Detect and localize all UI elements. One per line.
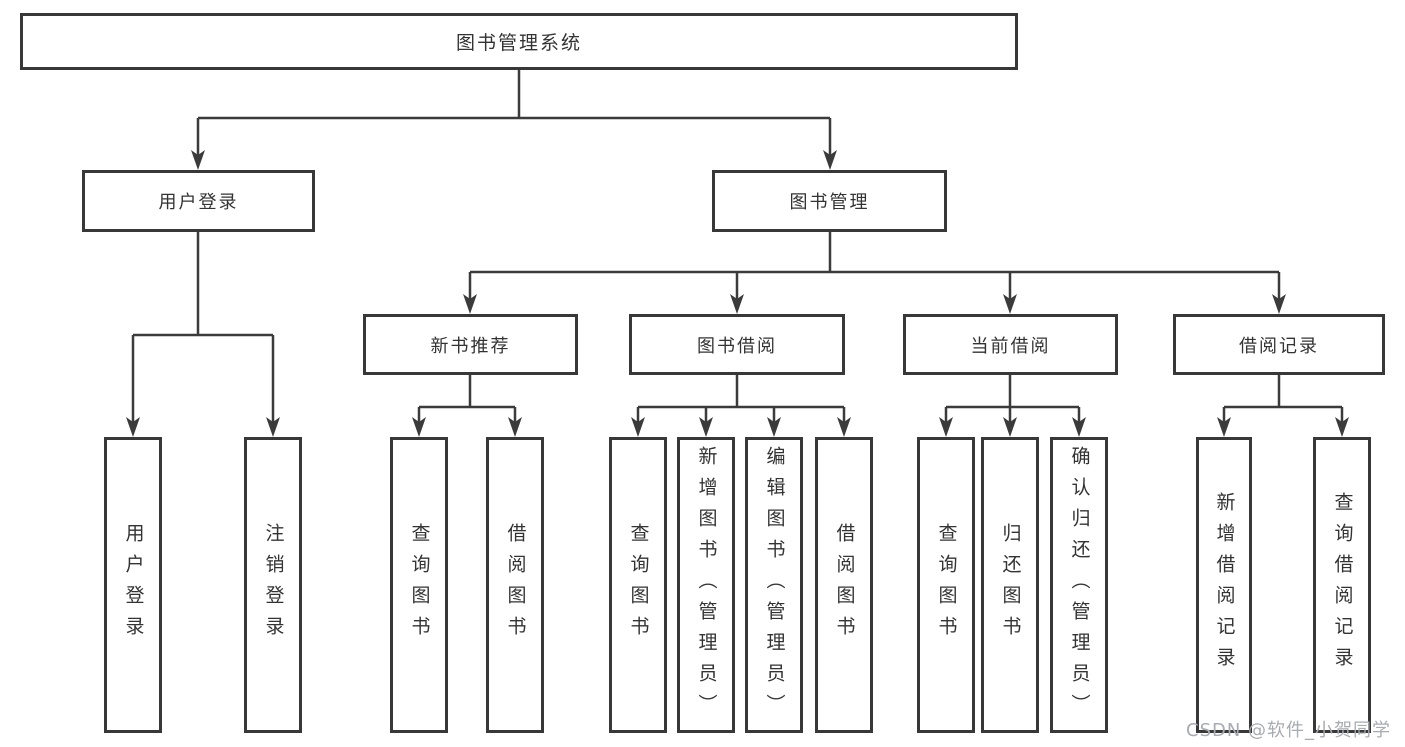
- node-label: 图书管理: [789, 192, 870, 213]
- arrow-down-icon: [699, 417, 713, 437]
- arrow-down-icon: [412, 417, 426, 437]
- node-label: 图书借阅: [697, 335, 777, 357]
- leaf-query-books-borrowing: 查询图书: [609, 437, 667, 733]
- arrow-down-icon: [631, 417, 645, 437]
- node-borrowing-records: 借阅记录: [1173, 314, 1385, 375]
- arrow-down-icon: [730, 294, 744, 314]
- node-current-borrowing: 当前借阅: [903, 314, 1118, 375]
- leaf-edit-book-admin: 编辑图书（管理员）: [745, 437, 803, 733]
- node-label: 借阅记录: [1239, 335, 1319, 357]
- node-label: 用户登录: [122, 523, 145, 647]
- leaf-add-book-admin: 新增图书（管理员）: [677, 437, 735, 733]
- leaf-user-login: 用户登录: [104, 437, 162, 733]
- node-label: 当前借阅: [970, 335, 1051, 357]
- node-label: 注销登录: [262, 523, 285, 647]
- arrow-down-icon: [1217, 417, 1231, 437]
- node-user-login: 用户登录: [82, 170, 315, 232]
- node-label: 新增借阅记录: [1213, 492, 1236, 678]
- leaf-add-borrow-record: 新增借阅记录: [1196, 437, 1252, 733]
- node-label: 用户登录: [158, 192, 239, 213]
- connector-new-book-recommend-to-children: [417, 373, 517, 423]
- connector-book-borrowing-to-children: [636, 373, 846, 423]
- arrow-down-icon: [1003, 294, 1017, 314]
- arrow-down-icon: [1003, 417, 1017, 437]
- leaf-query-books-recommend: 查询图书: [390, 437, 448, 733]
- arrow-down-icon: [1272, 294, 1286, 314]
- arrow-down-icon: [837, 417, 851, 437]
- arrow-down-icon: [463, 294, 477, 314]
- node-book-borrowing: 图书借阅: [629, 314, 845, 375]
- node-new-book-recommend: 新书推荐: [363, 314, 578, 375]
- node-label: 查询借阅记录: [1331, 492, 1354, 678]
- leaf-return-book: 归还图书: [981, 437, 1039, 733]
- node-label: 查询图书: [627, 523, 650, 647]
- leaf-borrow-books-borrowing: 借阅图书: [815, 437, 873, 733]
- arrow-down-icon: [266, 417, 280, 437]
- node-book-management: 图书管理: [712, 170, 947, 232]
- node-label: 借阅图书: [504, 523, 527, 647]
- node-label: 确认归还（管理员）: [1068, 445, 1091, 725]
- node-library-system: 图书管理系统: [20, 13, 1018, 70]
- csdn-watermark: CSDN @软件_小贺同学: [1186, 720, 1392, 741]
- node-label: 新增图书（管理员）: [695, 445, 718, 725]
- connector-user-login-to-children: [131, 231, 275, 423]
- arrow-down-icon: [823, 150, 837, 170]
- arrow-down-icon: [939, 417, 953, 437]
- leaf-confirm-return-admin: 确认归还（管理员）: [1050, 437, 1108, 733]
- node-label: 编辑图书（管理员）: [763, 445, 786, 725]
- connector-borrowing-records-to-children: [1222, 373, 1344, 423]
- connector-current-borrowing-to-children: [944, 373, 1081, 423]
- node-label: 图书管理系统: [455, 32, 582, 54]
- node-label: 查询图书: [408, 523, 431, 647]
- leaf-query-borrow-record: 查询借阅记录: [1313, 437, 1371, 733]
- arrow-down-icon: [508, 417, 522, 437]
- arrow-down-icon: [1335, 417, 1349, 437]
- arrow-down-icon: [126, 417, 140, 437]
- arrow-down-icon: [767, 417, 781, 437]
- node-label: 新书推荐: [430, 335, 511, 357]
- node-label: 借阅图书: [833, 523, 856, 647]
- connector-book-management-to-children: [468, 231, 1281, 300]
- arrow-down-icon: [191, 150, 205, 170]
- leaf-logout: 注销登录: [244, 437, 302, 733]
- connector-root-to-level2: [196, 68, 832, 156]
- leaf-query-books-current: 查询图书: [917, 437, 975, 733]
- node-label: 查询图书: [935, 523, 958, 647]
- leaf-borrow-books-recommend: 借阅图书: [486, 437, 544, 733]
- node-label: 归还图书: [999, 523, 1022, 647]
- arrow-down-icon: [1072, 417, 1086, 437]
